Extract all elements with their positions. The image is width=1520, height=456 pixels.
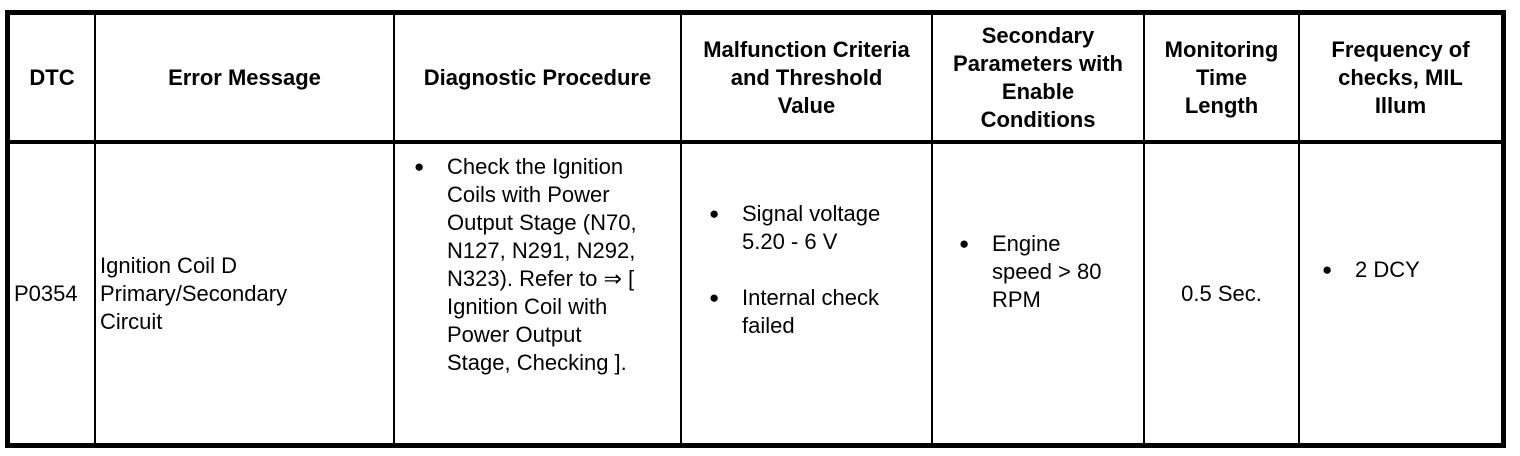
table-row-frequency-of-checks: ● 2 DCY bbox=[1300, 144, 1501, 443]
column-header-secondary-parameters: Secondary Parameters with Enable Conditi… bbox=[933, 15, 1145, 144]
bullet-icon: ● bbox=[414, 157, 425, 176]
monitoring-time-text: 0.5 Sec. bbox=[1181, 280, 1262, 306]
list-item: ● Internal check failed bbox=[708, 284, 927, 340]
list-item: ● Check the Ignition Coils with Power Ou… bbox=[413, 153, 676, 377]
column-header-diagnostic-procedure: Diagnostic Procedure bbox=[395, 15, 682, 144]
column-header-dtc: DTC bbox=[10, 15, 96, 144]
diagnostic-procedure-text: Check the Ignition Coils with Power Outp… bbox=[447, 154, 637, 375]
table-row-secondary-parameters: ● Engine speed > 80 RPM bbox=[933, 144, 1145, 443]
bullet-icon: ● bbox=[709, 203, 720, 223]
column-header-monitoring-time: Monitoring Time Length bbox=[1145, 15, 1300, 144]
list-item: ● Signal voltage 5.20 - 6 V bbox=[708, 200, 927, 256]
list-item: ● 2 DCY bbox=[1321, 256, 1497, 284]
table-row-dtc-code: P0354 bbox=[10, 144, 96, 443]
secondary-parameters-text: Engine speed > 80 RPM bbox=[992, 230, 1102, 312]
error-message-text: Ignition Coil D Primary/Secondary Circui… bbox=[100, 252, 288, 334]
bullet-icon: ● bbox=[1322, 259, 1333, 279]
bullet-icon: ● bbox=[709, 287, 720, 307]
malfunction-criteria-text: Signal voltage 5.20 - 6 V bbox=[742, 200, 881, 254]
column-header-error-message: Error Message bbox=[96, 15, 395, 144]
table-row-error-message: Ignition Coil D Primary/Secondary Circui… bbox=[96, 144, 395, 443]
dtc-table: DTC Error Message Diagnostic Procedure M… bbox=[5, 10, 1506, 448]
table-row-diagnostic-procedure: ● Check the Ignition Coils with Power Ou… bbox=[395, 144, 682, 443]
frequency-of-checks-text: 2 DCY bbox=[1355, 256, 1420, 282]
malfunction-criteria-text: Internal check failed bbox=[742, 284, 879, 338]
column-header-frequency-of-checks: Frequency of checks, MIL Illum bbox=[1300, 15, 1501, 144]
table-row-monitoring-time: 0.5 Sec. bbox=[1145, 144, 1300, 443]
bullet-icon: ● bbox=[959, 233, 970, 253]
table-row-malfunction-criteria: ● Signal voltage 5.20 - 6 V ● Internal c… bbox=[682, 144, 933, 443]
list-item: ● Engine speed > 80 RPM bbox=[958, 230, 1139, 314]
column-header-malfunction-criteria: Malfunction Criteria and Threshold Value bbox=[682, 15, 933, 144]
dtc-code: P0354 bbox=[14, 280, 78, 306]
